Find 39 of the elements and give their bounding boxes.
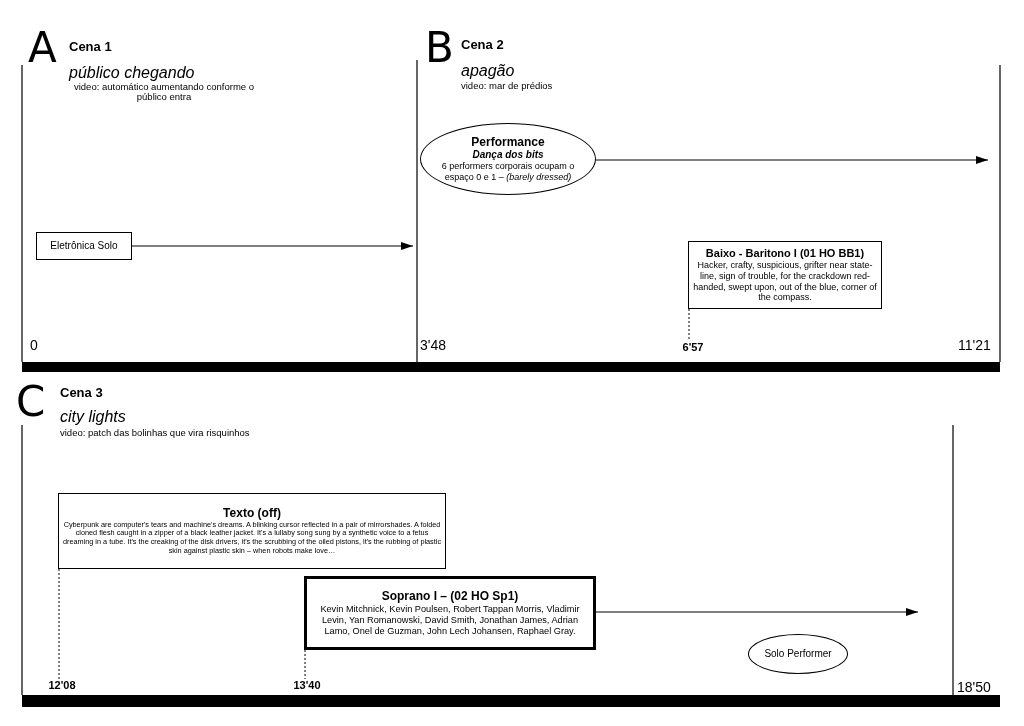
node-subheading: Dança dos bits [472,149,544,162]
node-heading: Baixo - Baritono I (01 HO BB1) [705,246,865,260]
time-label: 6'57 [682,341,704,355]
time-label: 12'08 [48,679,76,693]
node-heading: Texto (off) [223,506,281,521]
node-heading: Performance [471,135,545,150]
time-label: 13'40 [293,679,321,693]
time-label: 18'50 [957,680,991,695]
node-heading: Soprano I – (02 HO Sp1) [381,589,519,604]
scene-subtitle: apagão [461,63,515,80]
arrow [595,156,989,164]
video-note: video: mar de prédios [461,81,553,91]
text-box [58,493,446,569]
node-body-text: 6 performers corporais ocupam o espaço 0 e 1 – (barely dressed) [440,161,576,183]
time-marker-line [688,308,690,342]
text-box [688,241,882,309]
scene-subtitle: público chegando [69,65,195,82]
arrow [131,242,414,250]
time-label: 3'48 [420,338,447,353]
panel-letter: A [28,26,57,71]
scene-subtitle: city lights [60,409,126,426]
video-note: video: automático aumentando conforme o público entra [72,82,256,102]
panel-letter: C [16,380,46,425]
node-body-text: Kevin Mitchnick, Kevin Poulsen, Robert Tappan Morris, Vladimir Levin, Yan Romanowski, David Smith, Jonathan James, Adrian Lamo, Onel de Guzman, John Lech Johansen, Raphael Gray. [319,603,581,637]
scene-title: Cena 3 [60,386,103,400]
time-label: 11'21 [958,338,991,353]
time-label: 0 [30,338,38,353]
panel-letter: B [425,26,454,71]
video-note: video: patch das bolinhas que vira risquinhos [60,428,250,438]
node-body-text: Hacker, crafty, suspicious, grifter near state-line, sign of trouble, for the crackdown red-handed, swept upon, out of the blue, corner of the compass. [692,260,878,304]
text-box [304,576,596,650]
scene-title: Cena 1 [69,40,112,54]
node-label: Solo Performer [764,648,832,660]
arrow [595,608,919,616]
time-marker-line [58,568,60,680]
scene-title: Cena 2 [461,38,504,52]
text-box [36,232,132,260]
time-marker-line [304,649,306,680]
node-label: Eletrônica Solo [50,240,118,252]
